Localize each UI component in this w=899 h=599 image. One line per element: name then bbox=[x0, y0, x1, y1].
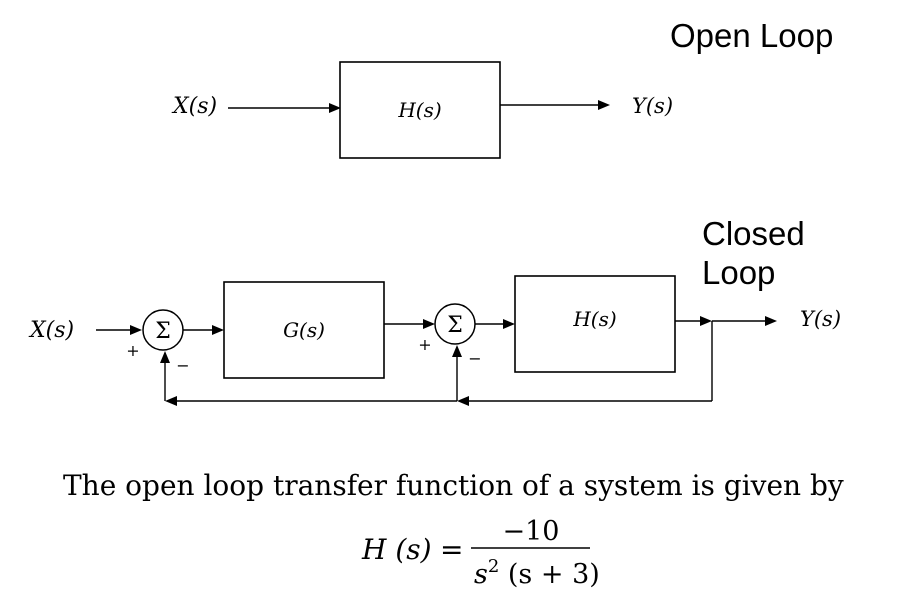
summer2-minus-sign: − bbox=[468, 349, 481, 368]
summer1-sigma-icon: Σ bbox=[155, 319, 171, 344]
summer2-to-h-arrowhead bbox=[503, 319, 515, 329]
closed-loop-output-label: Y(s) bbox=[800, 307, 841, 331]
open-loop-title: Open Loop bbox=[670, 17, 833, 54]
summer2-sigma-icon: Σ bbox=[447, 313, 463, 338]
closed-loop-input-label: X(s) bbox=[28, 318, 74, 343]
transfer-function-denominator: s2 (s + 3) bbox=[474, 556, 600, 590]
g-block bbox=[223, 281, 385, 379]
open-loop-input-label: X(s) bbox=[171, 94, 217, 119]
feedback-to-summer2-arrowhead bbox=[452, 345, 462, 357]
g-block-label: G(s) bbox=[283, 318, 325, 342]
open-loop-input-arrowhead bbox=[329, 103, 341, 113]
feedback-left-arrowhead bbox=[165, 396, 177, 406]
h-to-takeoff-arrowhead bbox=[700, 316, 712, 326]
open-loop-h-block bbox=[339, 61, 501, 159]
h-block bbox=[514, 275, 676, 373]
transfer-function-lhs: H (s) bbox=[361, 533, 432, 566]
transfer-function-equals: = bbox=[440, 533, 463, 566]
summer1-minus-sign: − bbox=[176, 356, 189, 375]
open-loop-output-label: Y(s) bbox=[632, 94, 673, 118]
open-loop-h-label: H(s) bbox=[397, 98, 441, 122]
feedback-to-summer1-arrowhead bbox=[160, 351, 170, 363]
feedback-right-arrowhead bbox=[457, 396, 469, 406]
summer2-plus-sign: + bbox=[418, 335, 431, 354]
open-loop-output-arrowhead bbox=[598, 100, 610, 110]
takeoff-to-output-arrowhead bbox=[765, 316, 777, 326]
h-block-label: H(s) bbox=[572, 307, 616, 331]
closed-loop-title-line2: Loop bbox=[702, 254, 775, 291]
closed-loop-title-line1: Closed bbox=[702, 215, 805, 252]
summer1-plus-sign: + bbox=[126, 341, 139, 360]
problem-statement: The open loop transfer function of a sys… bbox=[63, 469, 844, 502]
input-to-summer1-arrowhead bbox=[130, 325, 142, 335]
transfer-function-numerator: −10 bbox=[503, 516, 560, 547]
summer1-to-g-arrowhead bbox=[212, 325, 224, 335]
g-to-summer2-arrowhead bbox=[423, 319, 435, 329]
